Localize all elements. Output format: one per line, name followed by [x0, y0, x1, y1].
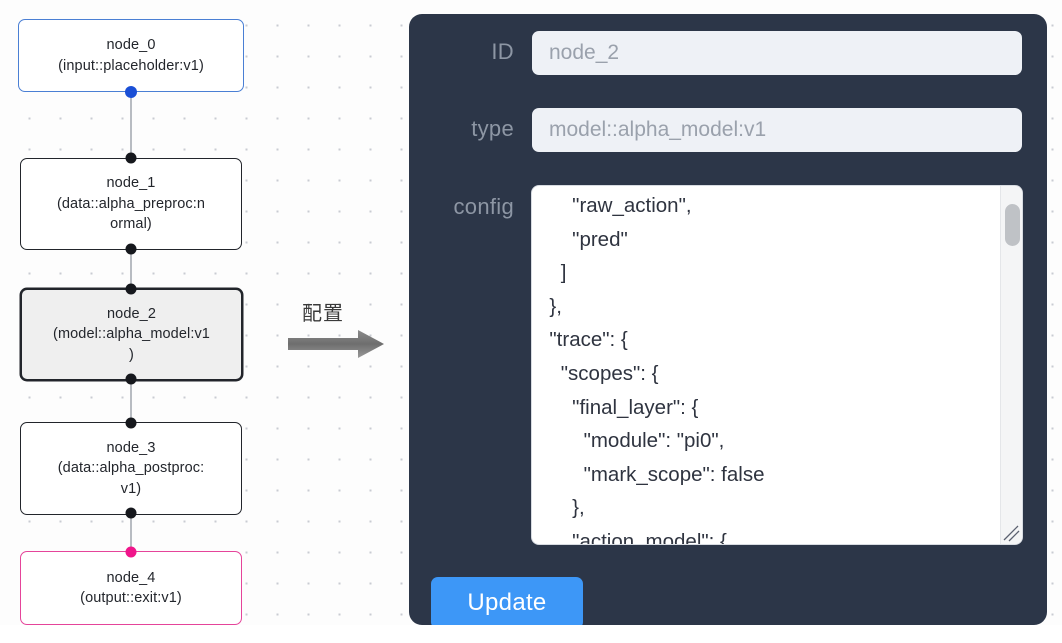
graph-node-node_1[interactable]: node_1 (data::alpha_preproc:n ormal)	[20, 158, 242, 250]
graph-node-label: node_4 (output::exit:v1)	[80, 569, 182, 607]
config-textarea[interactable]	[532, 186, 1000, 544]
handle-node3-source[interactable]	[125, 507, 137, 519]
graph-node-node_0[interactable]: node_0 (input::placeholder:v1)	[18, 19, 244, 92]
type-field-label: type	[471, 116, 514, 141]
config-scrollbar-thumb[interactable]	[1005, 204, 1020, 246]
config-textarea-wrapper	[532, 186, 1022, 544]
handle-node0-source[interactable]	[125, 86, 137, 98]
handle-node2-target[interactable]	[125, 283, 137, 295]
id-input[interactable]	[532, 31, 1022, 75]
field-row-config: config	[409, 186, 1022, 544]
handle-node1-source[interactable]	[125, 243, 137, 255]
config-scrollbar[interactable]	[1000, 186, 1022, 544]
graph-node-label: node_0 (input::placeholder:v1)	[58, 37, 204, 74]
graph-node-label: node_3 (data::alpha_postproc: v1)	[57, 439, 205, 497]
edge-node2-node3	[130, 378, 132, 424]
update-button[interactable]: Update	[431, 577, 583, 629]
node-config-panel: ID type config Update	[409, 14, 1047, 629]
annotation-caption: 配置	[302, 301, 344, 325]
config-field-label: config	[453, 194, 514, 219]
graph-node-label: node_2 (model::alpha_model:v1 )	[53, 305, 210, 363]
handle-node1-target[interactable]	[125, 152, 137, 164]
handle-node3-target[interactable]	[125, 417, 137, 429]
edge-node1-node2	[130, 248, 132, 292]
type-input[interactable]	[532, 108, 1022, 152]
graph-node-node_2[interactable]: node_2 (model::alpha_model:v1 )	[20, 288, 243, 381]
canvas-bottom-strip	[0, 625, 1062, 643]
graph-node-label: node_1 (data::alpha_preproc:n ormal)	[56, 175, 206, 233]
graph-node-node_3[interactable]: node_3 (data::alpha_postproc: v1)	[20, 422, 242, 515]
arrow-right-icon	[288, 330, 384, 358]
edge-node0-node1	[130, 91, 132, 161]
edge-node3-node4	[130, 512, 132, 554]
field-row-type: type	[409, 108, 1022, 152]
graph-node-node_4[interactable]: node_4 (output::exit:v1)	[20, 551, 242, 625]
config-annotation: 配置	[288, 297, 398, 359]
field-row-id: ID	[409, 31, 1022, 75]
handle-node2-source[interactable]	[125, 373, 137, 385]
resize-handle-icon[interactable]	[1001, 523, 1021, 543]
id-field-label: ID	[491, 39, 514, 64]
handle-node4-target[interactable]	[125, 546, 137, 558]
